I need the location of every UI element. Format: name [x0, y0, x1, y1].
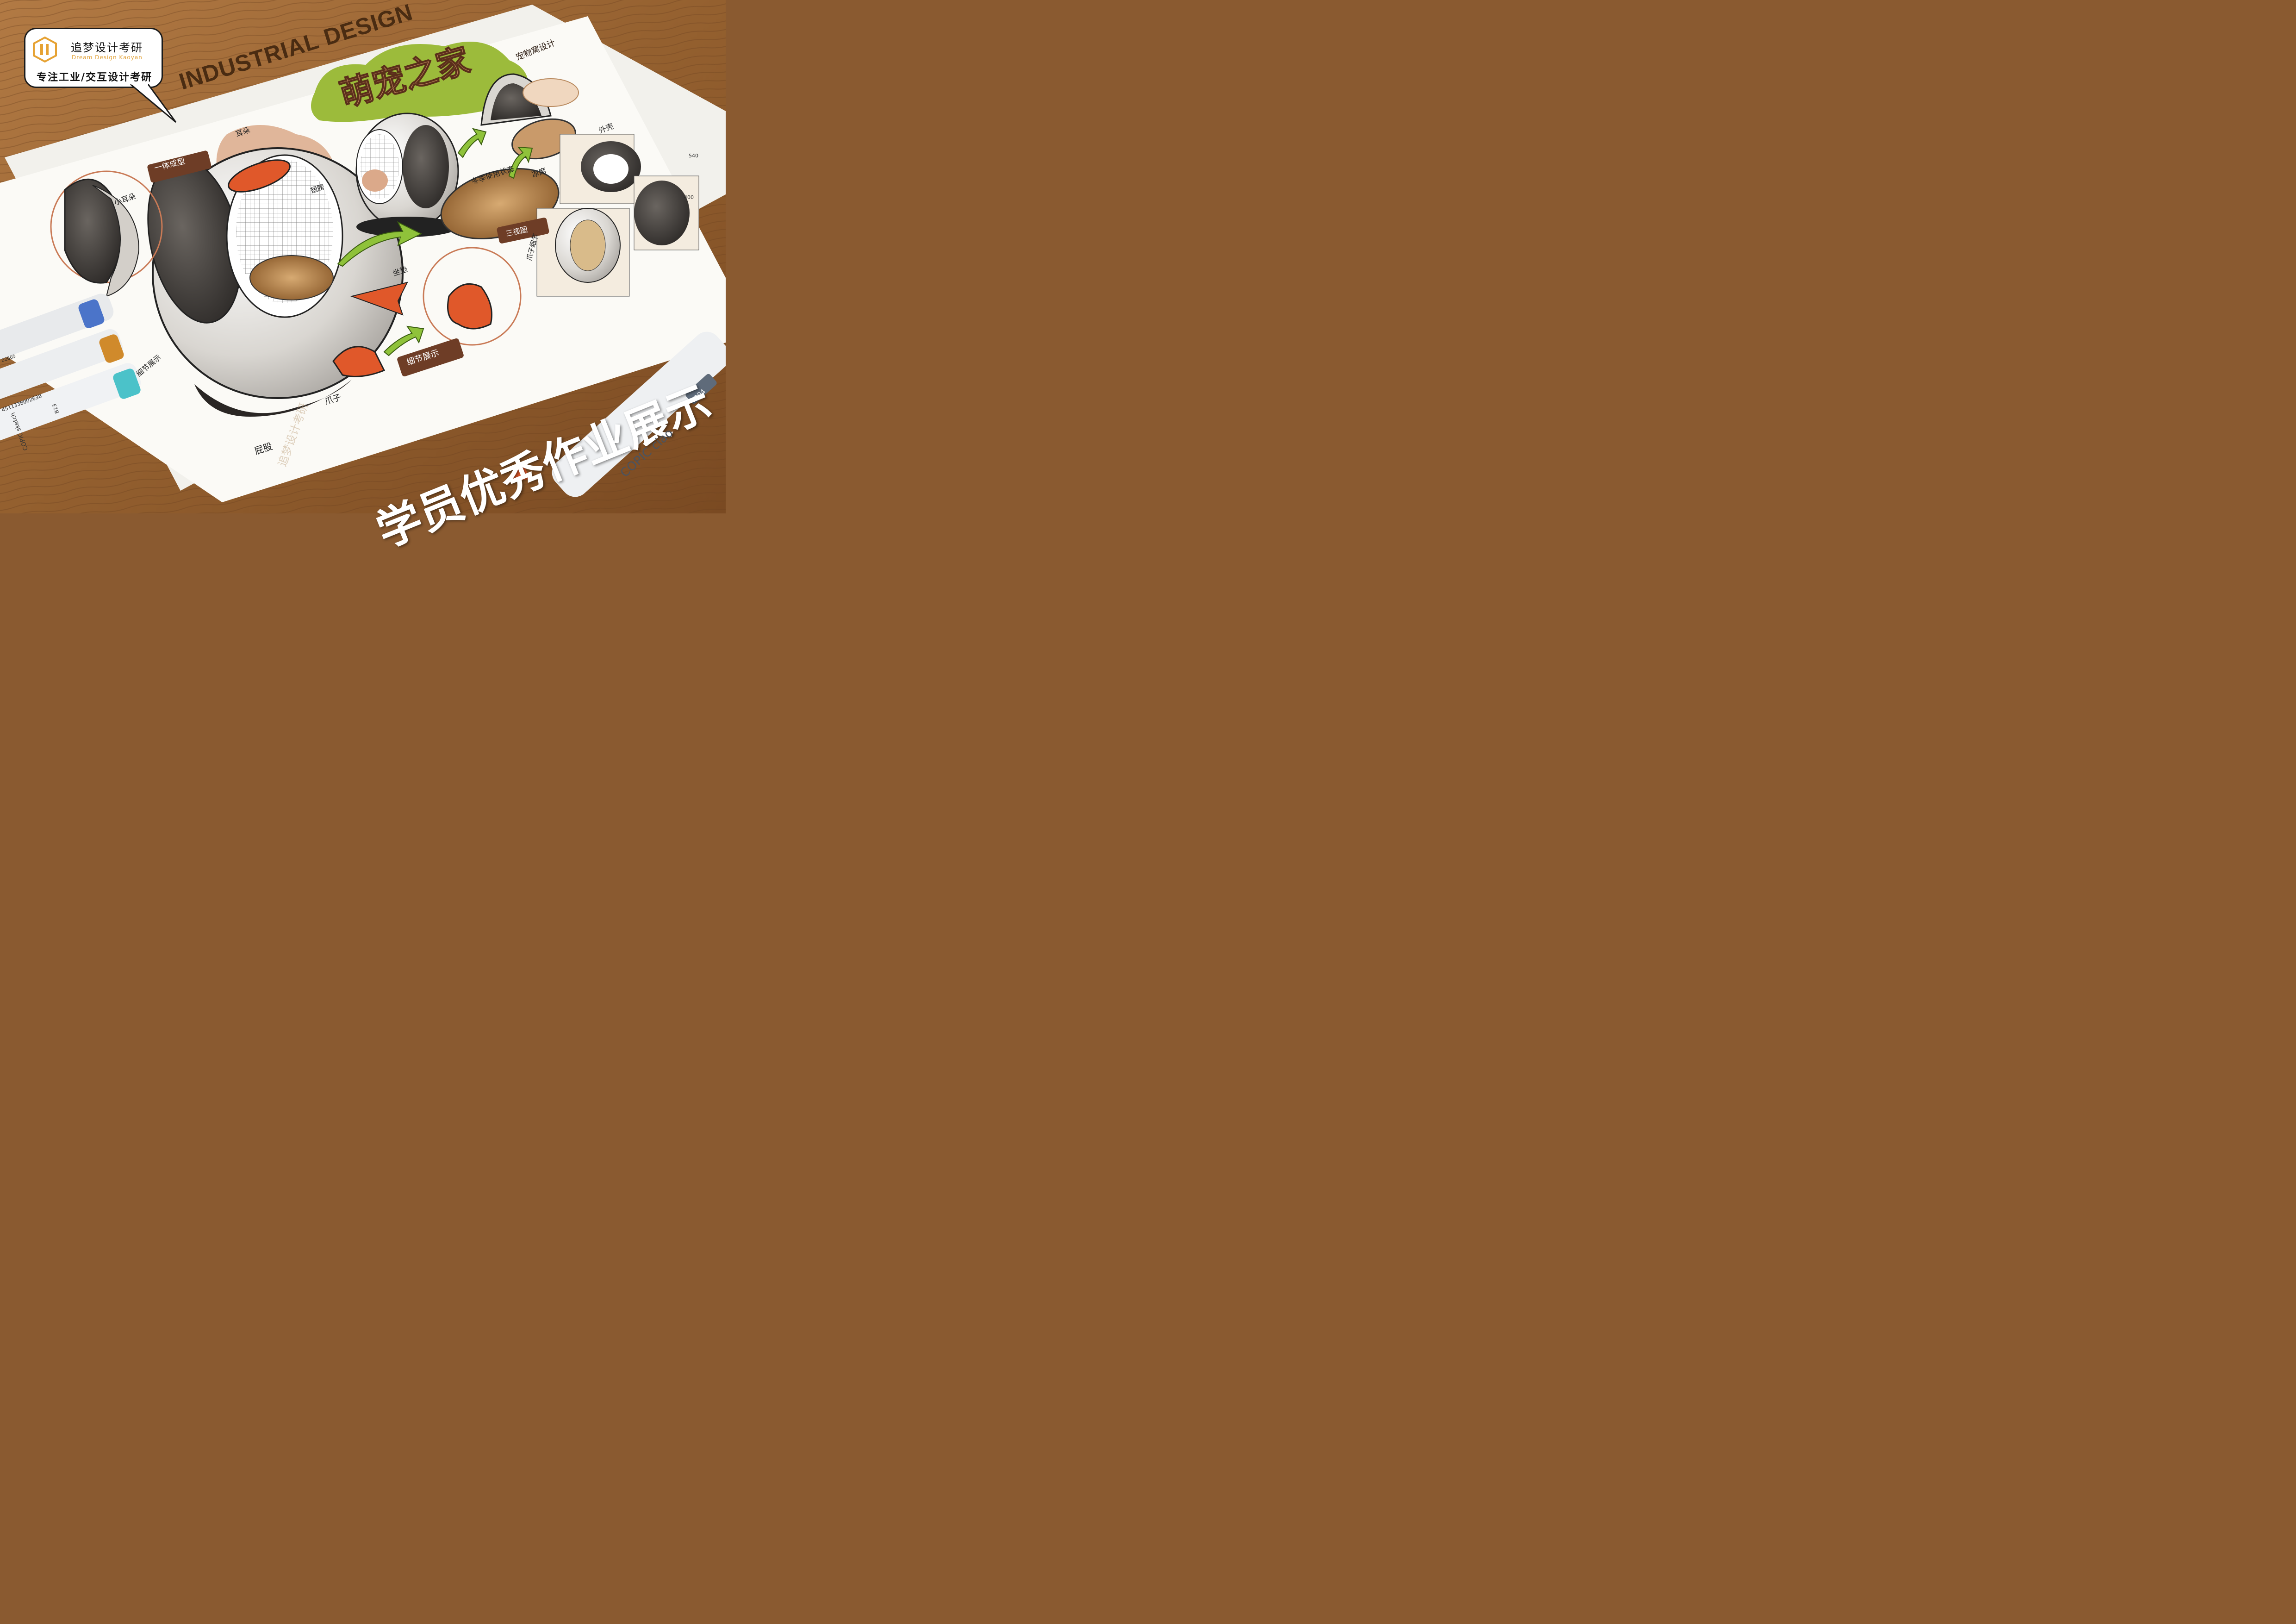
title-cloud: [311, 42, 529, 122]
dimension-top: 540: [689, 153, 698, 159]
brand-speech-bubble: 追梦设计考研 Dream Design Kaoyan 专注工业/交互设计考研: [24, 28, 163, 88]
brand-name-en: Dream Design Kaoyan: [72, 54, 143, 61]
label-plaque: [497, 218, 549, 244]
brand-tagline: 专注工业/交互设计考研: [37, 72, 153, 83]
speech-bubble-tail: [130, 83, 177, 123]
dimension-side: 400: [684, 194, 694, 200]
scene: [0, 0, 726, 513]
three-view-sketch: [536, 134, 699, 297]
brand-logo-icon: [33, 36, 57, 63]
half-pod-sketch: [480, 73, 579, 126]
marker-pen: [507, 331, 726, 497]
ear-detail-sketch: [50, 170, 163, 297]
label-plaque: [397, 338, 464, 376]
label-plaque: [147, 150, 212, 183]
brand-name: 追梦设计考研: [71, 41, 143, 54]
main-pet-pod-sketch: [147, 147, 408, 417]
marker-pen: [0, 294, 141, 444]
arrow-icon: [337, 128, 533, 356]
claw-detail-sketch: [423, 247, 522, 346]
